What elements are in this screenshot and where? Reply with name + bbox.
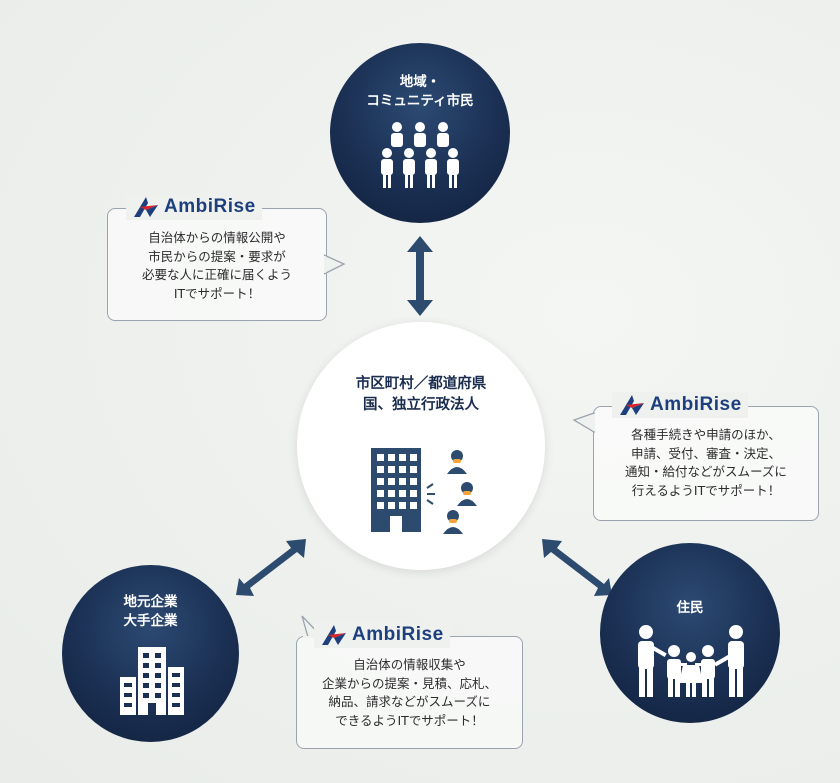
callout-top: 自治体からの情報公開や 市民からの提案・要求が 必要な人に正確に届くよう ITで… xyxy=(107,208,327,321)
node-residents-label: 住民 xyxy=(676,600,704,616)
callout-right-logo: AmbiRise xyxy=(612,392,748,418)
callout-bottom-logo: AmbiRise xyxy=(314,622,450,648)
node-government: 市区町村／都道府県 国、独立行政法人 xyxy=(297,322,545,570)
callout-top-text: 自治体からの情報公開や 市民からの提案・要求が 必要な人に正確に届くよう ITで… xyxy=(141,230,292,301)
callout-right: 各種手続きや申請のほか、 申請、受付、審査・決定、 通知・給付などがスムーズに … xyxy=(593,406,819,521)
callout-top-logo: AmbiRise xyxy=(126,194,262,220)
callout-bottom: 自治体の情報収集や 企業からの提案・見積、応札、 納品、請求などがスムーズに で… xyxy=(296,636,523,749)
office-building-people-icon xyxy=(371,448,477,534)
node-community: 地域・ コミュニティ市民 xyxy=(330,43,510,223)
arrow-government-business xyxy=(236,539,306,596)
callout-bottom-brand: AmbiRise xyxy=(352,624,444,645)
ambirise-logo-icon xyxy=(322,625,346,645)
node-business-label: 地元企業 大手企業 xyxy=(123,594,178,629)
callout-bottom-text: 自治体の情報収集や 企業からの提案・見積、応札、 納品、請求などがスムーズに で… xyxy=(321,657,497,728)
crowd-icon xyxy=(381,122,459,188)
family-icon xyxy=(638,625,744,697)
callout-right-text: 各種手続きや申請のほか、 申請、受付、審査・決定、 通知・給付などがスムーズに … xyxy=(625,427,787,498)
node-business: 地元企業 大手企業 xyxy=(62,565,239,742)
callout-top-pointer xyxy=(324,254,346,275)
callout-top-brand: AmbiRise xyxy=(164,196,256,217)
callout-right-brand: AmbiRise xyxy=(650,394,742,415)
ambirise-logo-icon xyxy=(620,395,644,415)
node-government-label: 市区町村／都道府県 国、独立行政法人 xyxy=(355,376,487,413)
arrow-government-residents xyxy=(542,539,612,596)
node-residents: 住民 xyxy=(600,543,780,723)
callout-right-pointer xyxy=(572,412,595,434)
ambirise-logo-icon xyxy=(134,197,158,217)
buildings-icon xyxy=(120,647,184,715)
arrow-community-government xyxy=(407,236,433,316)
node-community-label: 地域・ コミュニティ市民 xyxy=(366,74,474,109)
